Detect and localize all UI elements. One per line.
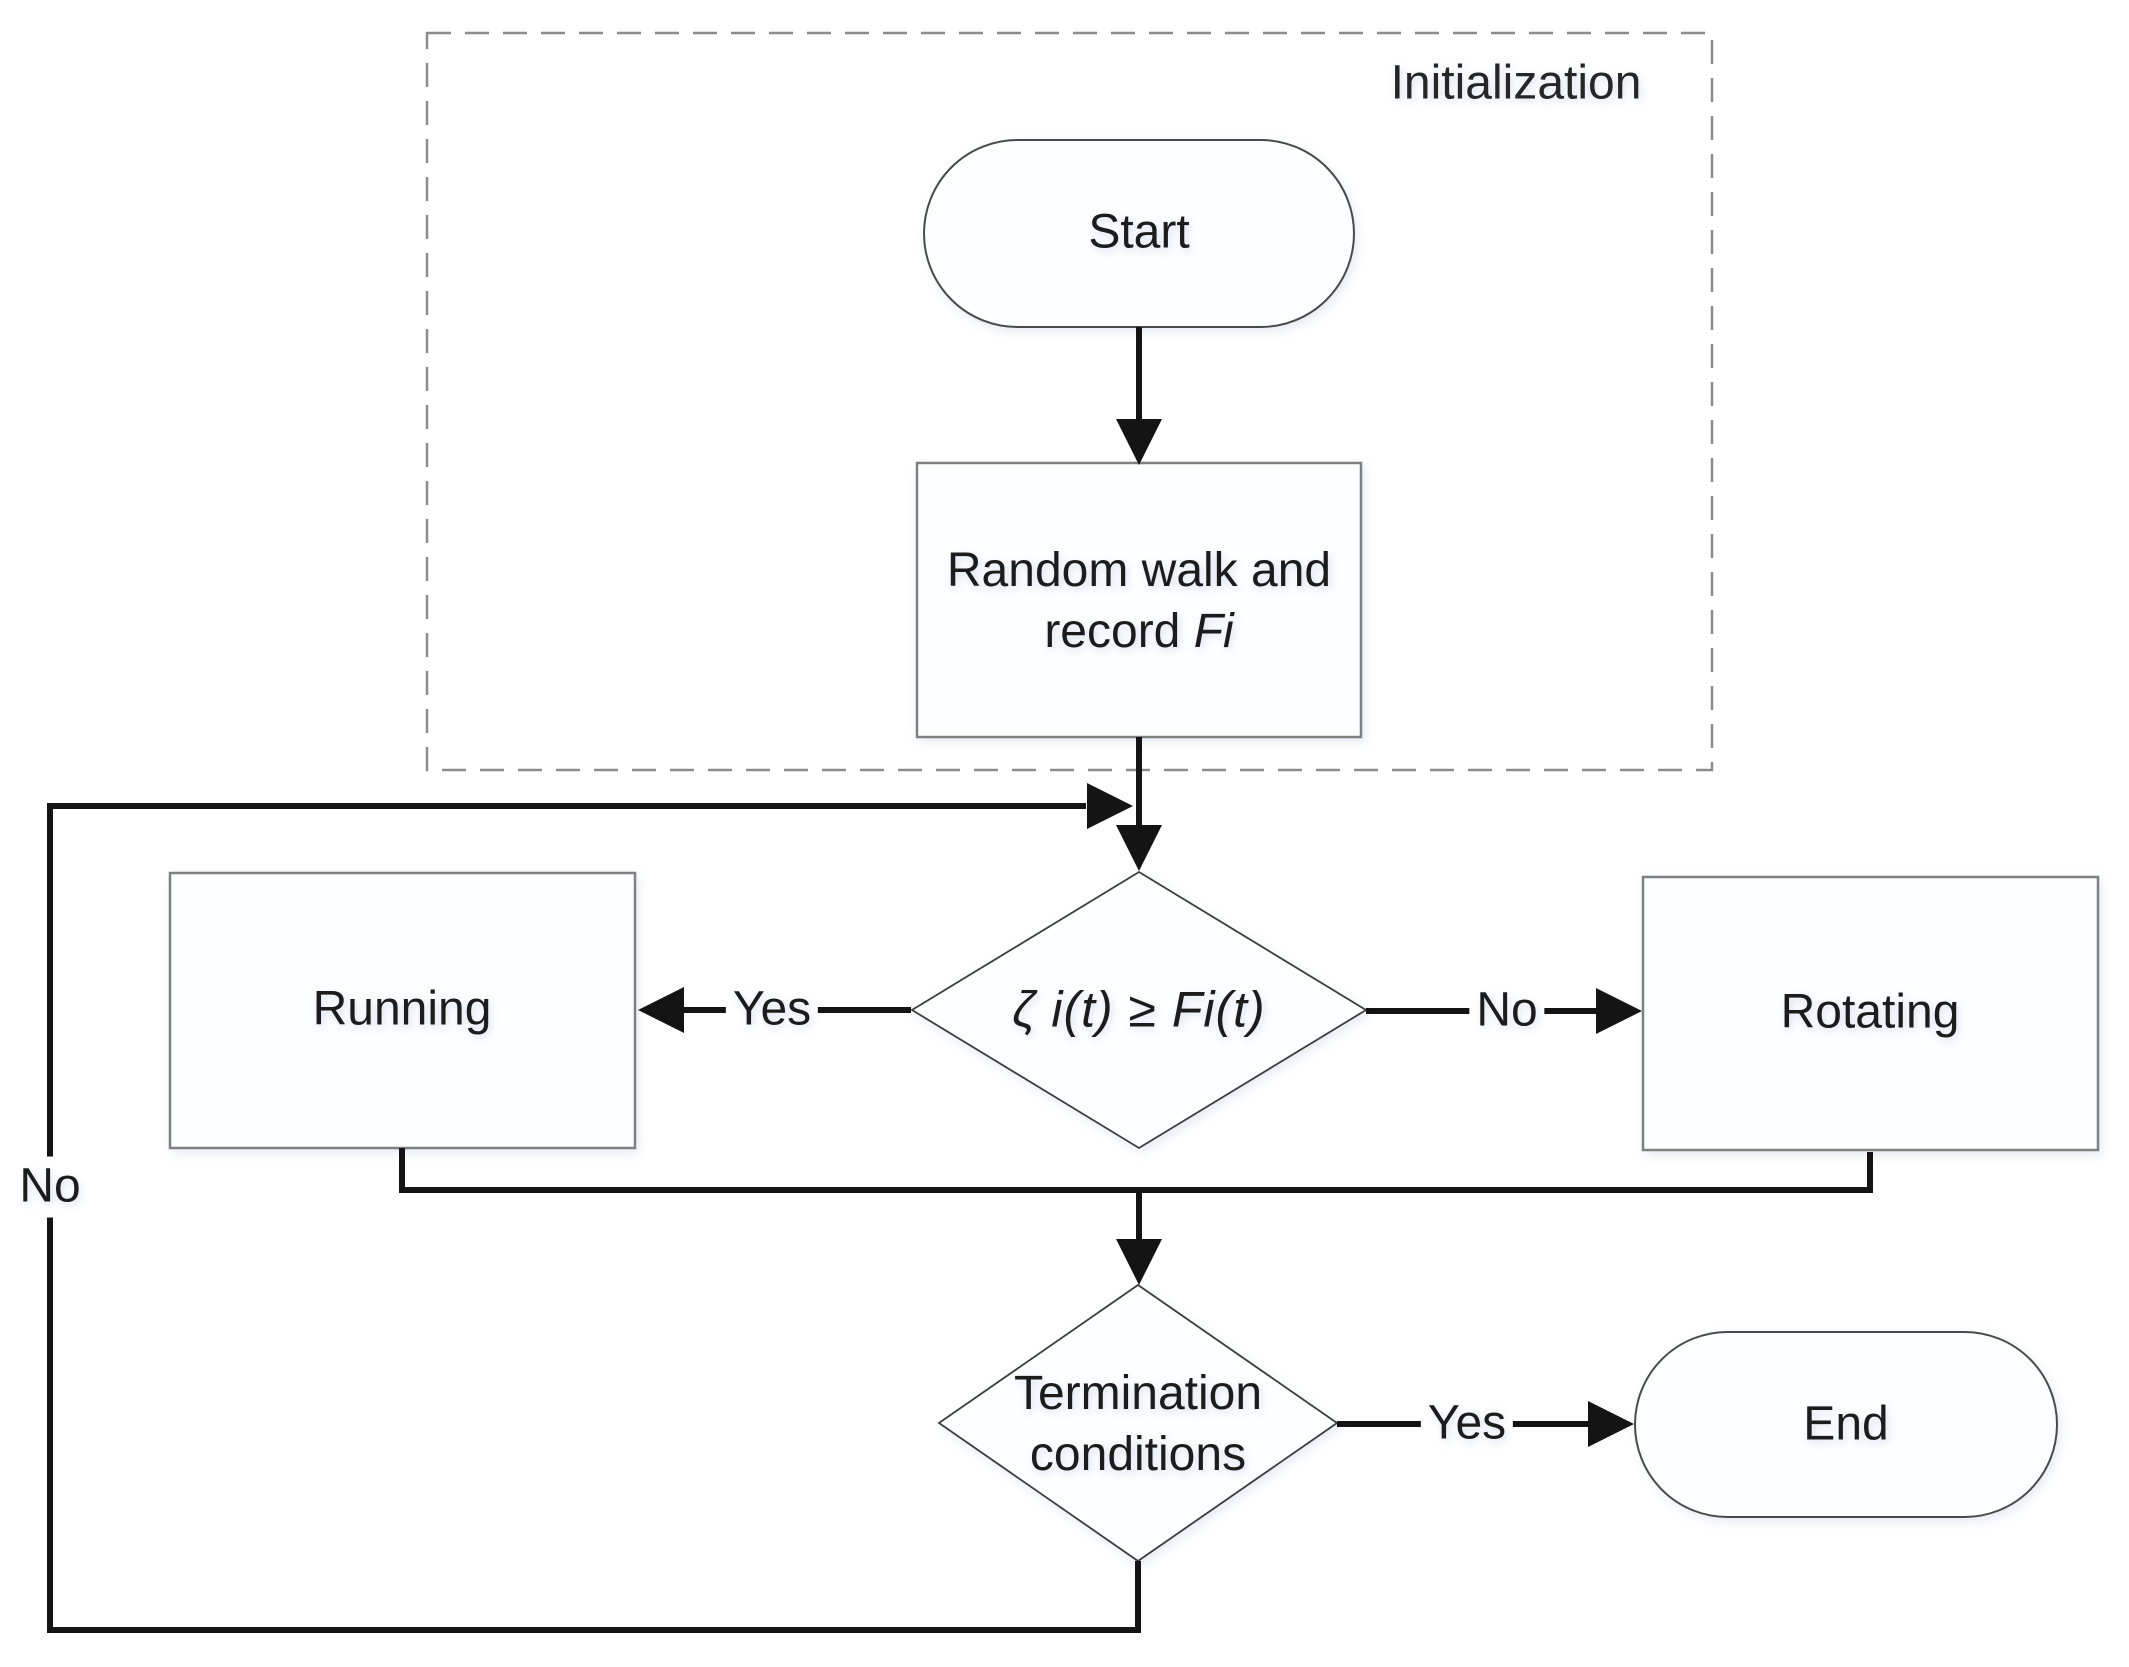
initialization-label: Initialization [1390, 56, 1642, 110]
random-walk-node [915, 461, 1363, 739]
decision2-label: Termination conditions [1014, 1364, 1262, 1486]
arrowhead-into-decision1 [1116, 825, 1162, 871]
decision2-line1: Termination [1013, 1367, 1263, 1421]
end-label: End [1803, 1397, 1889, 1451]
arrowheads [638, 419, 1642, 1447]
decision2-no-label: No [12, 1156, 88, 1218]
arrowhead-into-random [1116, 419, 1162, 465]
running-label: Running [312, 982, 492, 1036]
decision1-node [910, 870, 1368, 1150]
rotating-label: Rotating [1780, 985, 1960, 1039]
initialization-container [425, 31, 1714, 772]
random-walk-line1: Random walk and [946, 544, 1332, 598]
edge-no-loop [47, 803, 1141, 1633]
random-walk-label: Random walk and record Fi [947, 541, 1331, 663]
arrowhead-loop-junction [1087, 783, 1133, 829]
rotating-node [1641, 875, 2100, 1152]
decision2-line2: conditions [1029, 1428, 1247, 1481]
arrowhead-into-end [1588, 1401, 1634, 1447]
decision1-yes-label: Yes [725, 979, 819, 1041]
end-node [1634, 1331, 2058, 1518]
arrowhead-into-decision2 [1116, 1239, 1162, 1285]
random-walk-fi-symbol: Fi [1193, 605, 1234, 658]
edge-merge [399, 1148, 1873, 1193]
decision2-yes-label: Yes [1420, 1393, 1514, 1455]
decision1-formula: ζ i(t) ≥ Fi(t) [1012, 981, 1266, 1038]
start-label: Start [1088, 205, 1190, 259]
decision1-no-label: No [1469, 980, 1545, 1042]
arrowhead-into-rotating [1596, 988, 1642, 1034]
node-shapes [168, 139, 2100, 1563]
arrowhead-into-running [638, 987, 684, 1033]
running-node [168, 871, 637, 1150]
random-walk-line2: record [1044, 605, 1194, 658]
